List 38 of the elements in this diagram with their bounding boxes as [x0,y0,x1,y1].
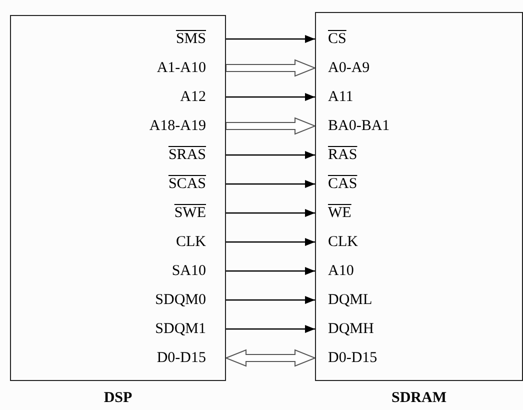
pin-label: CLK [315,232,435,252]
pin-label: RAS [315,145,435,165]
pin-label: A12 [106,87,226,107]
pin-label: A0-A9 [315,58,435,78]
pin-label: D0-D15 [106,348,226,368]
pin-label: A11 [315,87,435,107]
pin-label: SA10 [106,261,226,281]
chip-name: DSP [104,389,132,407]
pin-label: A1-A10 [106,58,226,78]
pin-label: SDQM0 [106,290,226,310]
pin-label: CLK [106,232,226,252]
signal-arrow [226,180,315,188]
bus-arrow [224,349,316,367]
pin-label: CAS [315,174,435,194]
pin-label: SMS [106,29,226,49]
signal-arrow [226,238,315,246]
pin-label: A10 [315,261,435,281]
signal-arrow [226,151,315,159]
pin-label: DQMH [315,319,435,339]
pin-label: BA0-BA1 [315,116,435,136]
pin-label: CS [315,29,435,49]
pin-label: SCAS [106,174,226,194]
signal-arrow [226,325,315,333]
pin-label: DQML [315,290,435,310]
pin-label: WE [315,203,435,223]
signal-arrow [226,93,315,101]
signal-arrow [226,267,315,275]
pin-label: SRAS [106,145,226,165]
pin-label: SDQM1 [106,319,226,339]
signal-arrow [226,35,315,43]
chip-name: SDRAM [392,389,446,407]
pin-label: SWE [106,203,226,223]
pin-label: D0-D15 [315,348,435,368]
signal-arrow [226,296,315,304]
bus-arrow [226,117,316,135]
pin-label: A18-A19 [106,116,226,136]
bus-arrow [226,59,316,77]
signal-arrow [226,209,315,217]
